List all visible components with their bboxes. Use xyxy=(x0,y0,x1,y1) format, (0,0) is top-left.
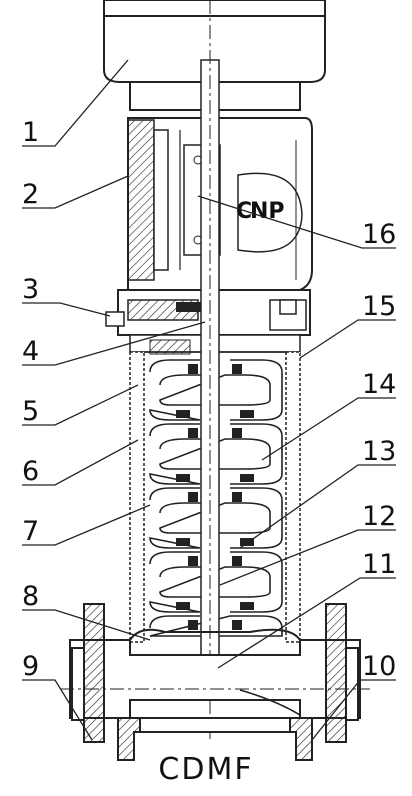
leader-lines xyxy=(22,59,396,741)
cnp-logo: C NP xyxy=(236,199,285,224)
callout-1: 1 xyxy=(22,117,39,148)
callout-16: 16 xyxy=(362,219,396,250)
callout-6: 6 xyxy=(22,456,39,487)
callout-8: 8 xyxy=(22,581,39,612)
outer-sleeve xyxy=(129,351,301,643)
callout-9: 9 xyxy=(22,651,39,682)
callout-numbers: 1 2 3 4 5 6 7 8 9 10 11 12 13 14 15 16 xyxy=(22,117,396,682)
callout-15: 15 xyxy=(362,291,396,322)
svg-text:NP: NP xyxy=(250,199,285,224)
callout-4: 4 xyxy=(22,336,39,367)
pump-base xyxy=(69,603,361,761)
callout-2: 2 xyxy=(22,179,39,210)
callout-12: 12 xyxy=(362,501,396,532)
callout-3: 3 xyxy=(22,274,39,305)
callout-11: 11 xyxy=(362,549,396,580)
seal-blocks xyxy=(176,364,254,630)
callout-5: 5 xyxy=(22,396,39,427)
diagram-caption: CDMF xyxy=(158,752,254,787)
callout-7: 7 xyxy=(22,516,39,547)
callout-13: 13 xyxy=(362,436,396,467)
callout-14: 14 xyxy=(362,369,396,400)
callout-10: 10 xyxy=(362,651,396,682)
svg-text:C: C xyxy=(236,199,252,224)
